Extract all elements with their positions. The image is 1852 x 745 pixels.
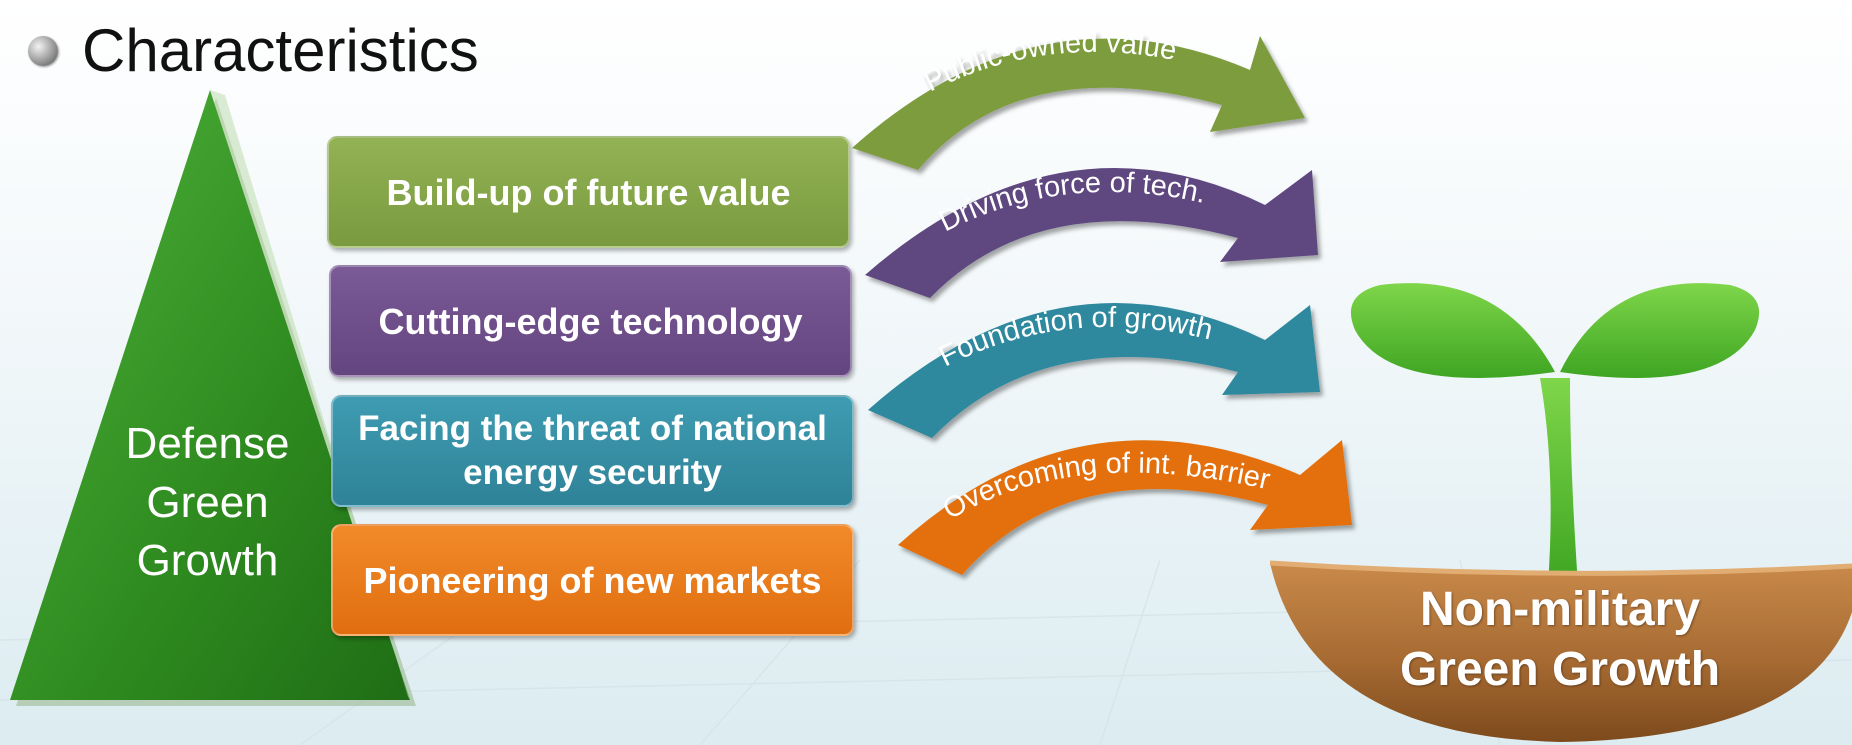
box-technology-text: Cutting-edge technology [378, 300, 803, 342]
pyramid-label-line2: Green [146, 477, 269, 527]
result-label-line2: Green Growth [1399, 643, 1721, 696]
box-technology: Cutting-edge technology [329, 265, 852, 377]
pot-icon [1270, 563, 1852, 742]
sprout-stem-icon [1540, 378, 1578, 585]
box-energy-security-line1: Facing the threat of national [358, 409, 827, 449]
left-leaf-icon [1350, 283, 1555, 379]
result-label-line1: Non-military [1419, 583, 1701, 636]
arrow-overcoming-shape [898, 440, 1352, 575]
box-future-value: Build-up of future value [327, 136, 850, 248]
right-leaf-icon [1560, 283, 1760, 379]
title-row: Characteristics [28, 16, 479, 85]
arrow-public-owned-value-shape [852, 36, 1305, 170]
box-energy-security-line2: energy security [463, 453, 722, 492]
pyramid-shape [10, 90, 410, 700]
pyramid-label-line3: Growth [136, 536, 279, 586]
result-label: Non-military Green Growth [1340, 580, 1780, 700]
arrow-foundation-shape [868, 302, 1320, 438]
pot-rim [1269, 560, 1852, 576]
arrow-driving-force-shape [865, 167, 1318, 298]
box-energy-security: Facing the threat of national energy sec… [331, 395, 854, 507]
slide-title: Characteristics [82, 17, 479, 84]
box-new-markets: Pioneering of new markets [331, 524, 854, 636]
pyramid-label-line1: Defense [125, 419, 290, 468]
bullet-icon [28, 35, 58, 66]
pyramid-label: Defense Green Growth [95, 415, 320, 591]
box-new-markets-text: Pioneering of new markets [363, 559, 822, 601]
box-future-value-text: Build-up of future value [386, 171, 791, 213]
